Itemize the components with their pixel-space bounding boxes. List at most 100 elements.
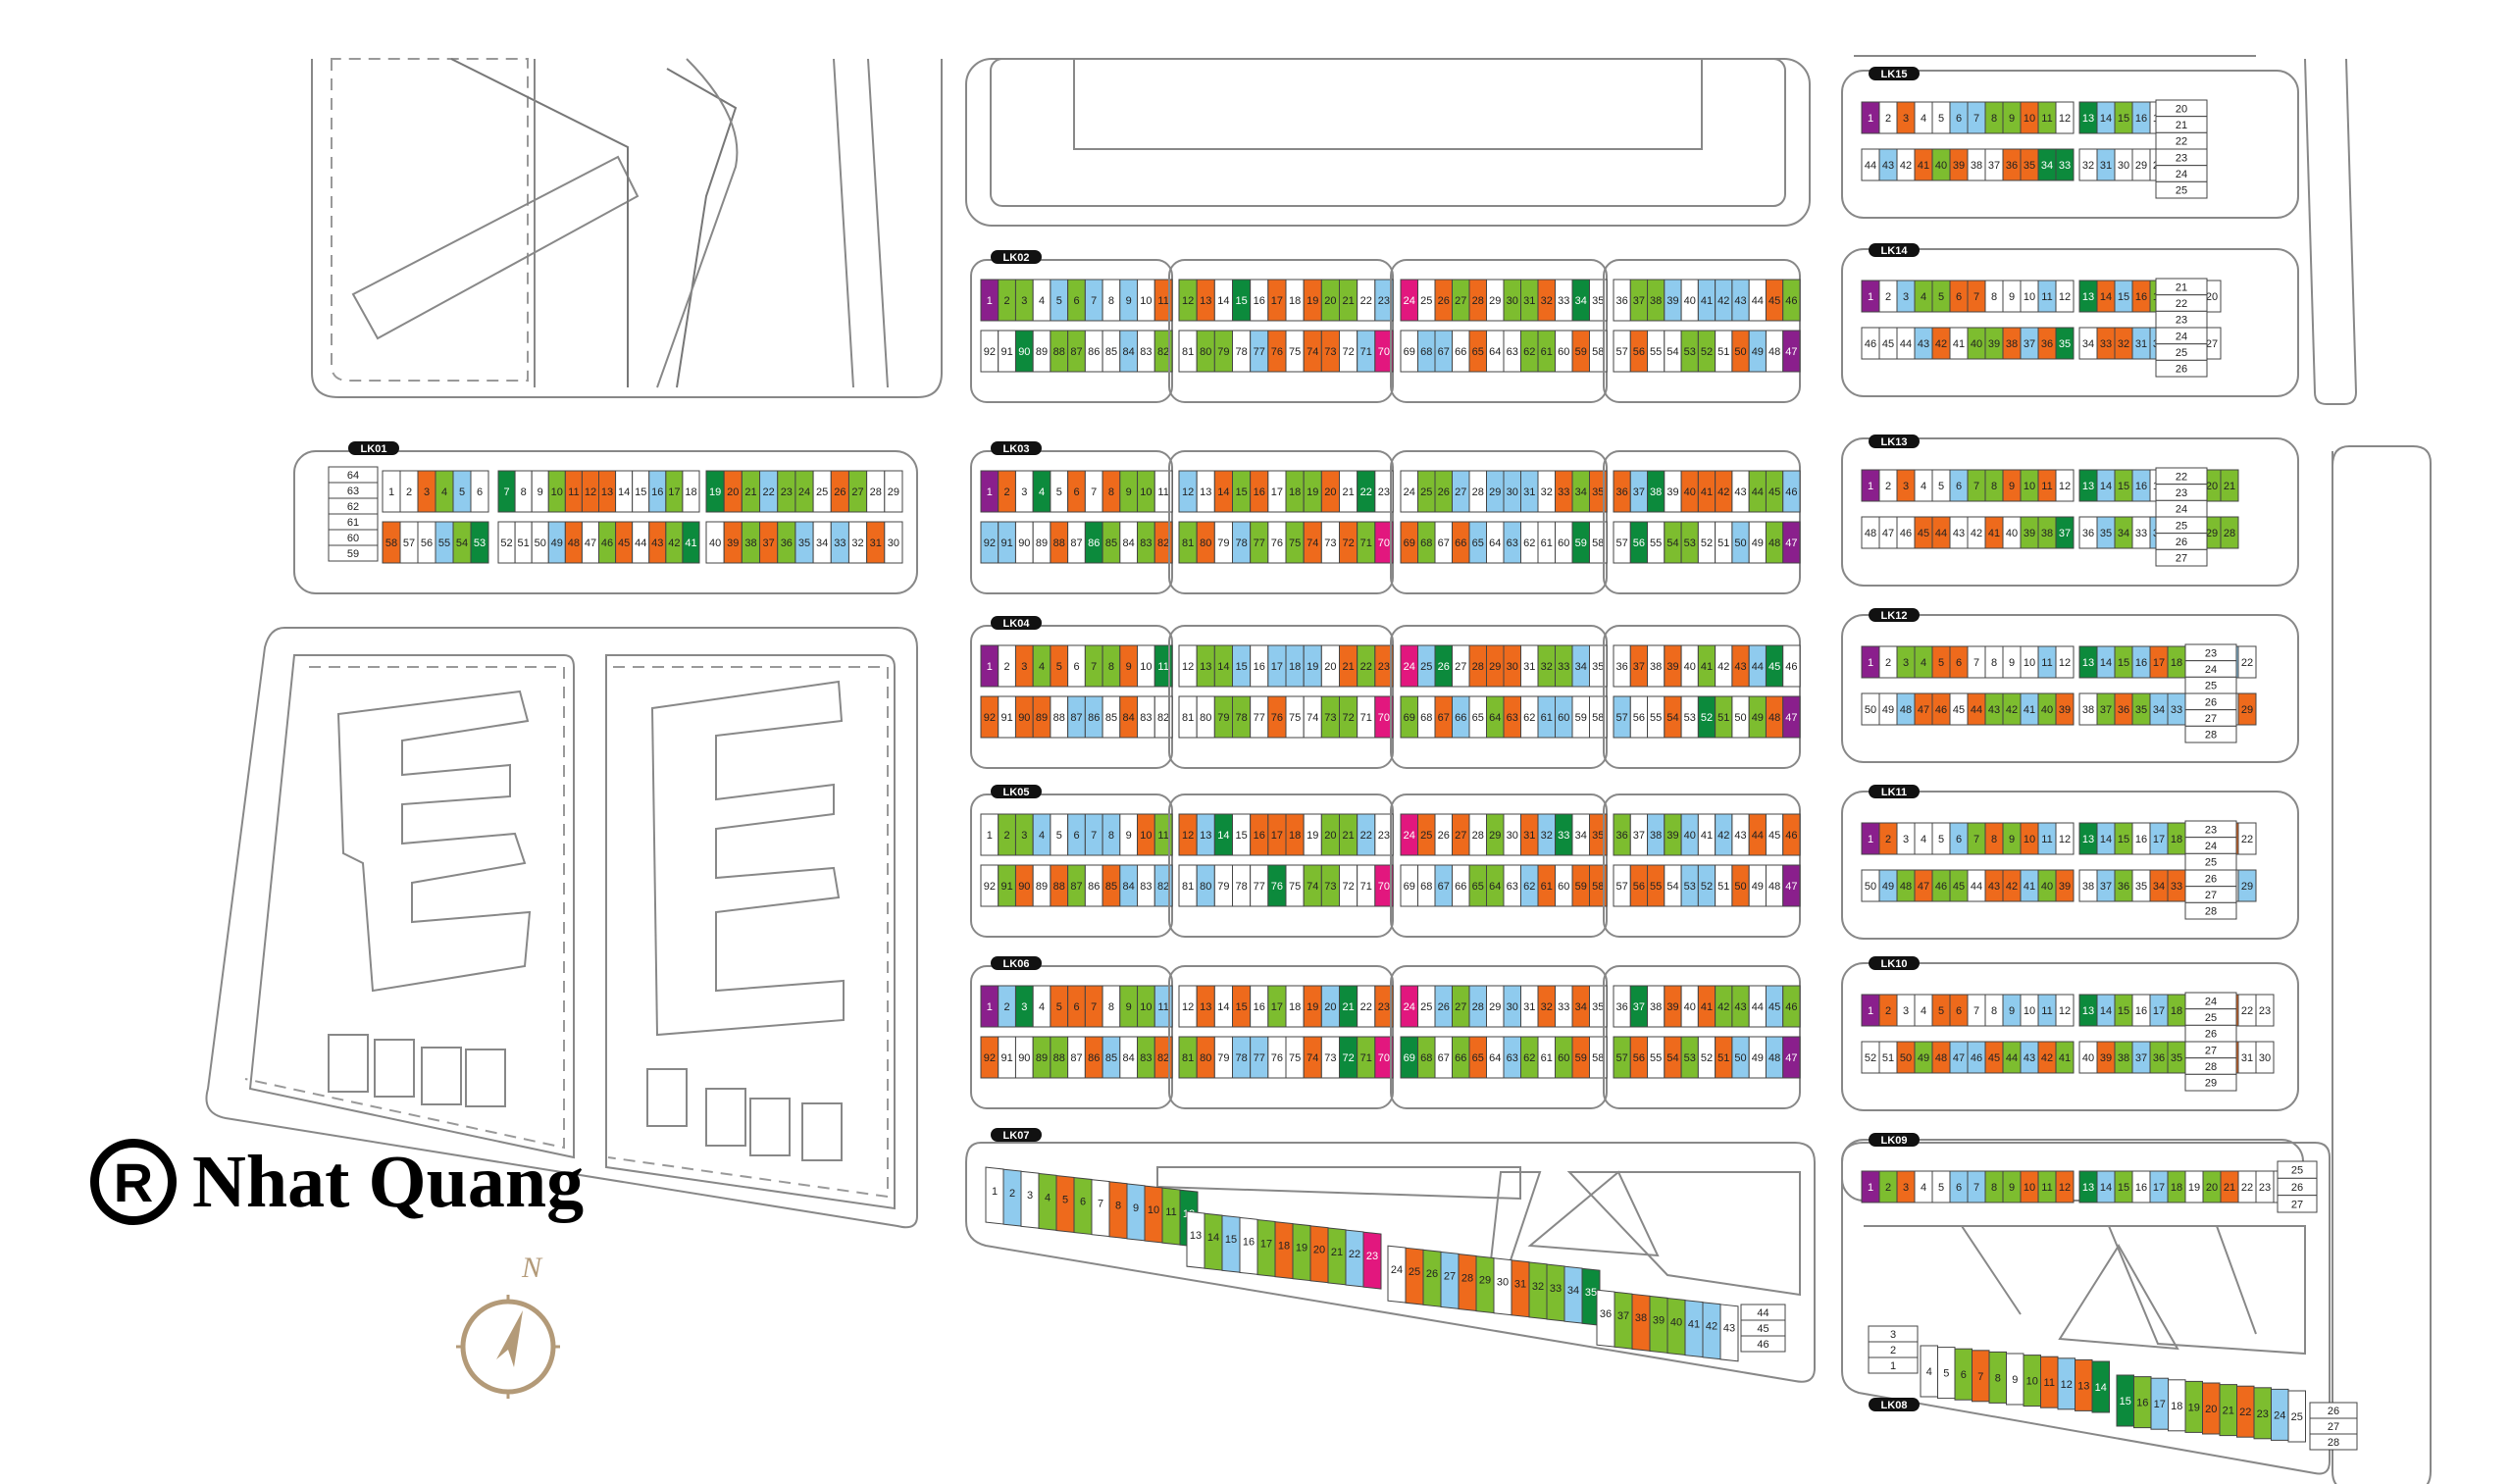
lot-30[interactable]: 30 [1503, 470, 1521, 513]
lot-64[interactable]: 64 [1486, 330, 1505, 373]
lot-14[interactable]: 14 [2096, 469, 2116, 502]
lot-3[interactable]: 3 [1896, 1170, 1916, 1203]
lot-16[interactable]: 16 [2131, 994, 2151, 1027]
lot-29[interactable]: 29 [2237, 692, 2257, 726]
lot-46[interactable]: 46 [1782, 644, 1801, 688]
lot-35[interactable]: 35 [794, 521, 814, 564]
lot-8[interactable]: 8 [1102, 470, 1121, 513]
lot-36[interactable]: 36 [1613, 813, 1631, 856]
lot-38[interactable]: 38 [1631, 1293, 1651, 1352]
lot-78[interactable]: 78 [1232, 695, 1252, 739]
lot-3[interactable]: 3 [1020, 1170, 1040, 1229]
lot-11[interactable]: 11 [1153, 279, 1173, 322]
lot-12[interactable]: 12 [2055, 1170, 2075, 1203]
lot-12[interactable]: 12 [1178, 985, 1198, 1028]
lot-33[interactable]: 33 [1555, 985, 1573, 1028]
lot-37[interactable]: 37 [1629, 279, 1649, 322]
lot-26[interactable]: 26 [2184, 869, 2237, 888]
lot-5[interactable]: 5 [1931, 822, 1951, 855]
lot-4[interactable]: 4 [1032, 813, 1051, 856]
lot-15[interactable]: 15 [1221, 1214, 1241, 1273]
lot-27[interactable]: 27 [1452, 644, 1470, 688]
lot-2[interactable]: 2 [1878, 822, 1898, 855]
lot-17[interactable]: 17 [1267, 644, 1287, 688]
lot-42[interactable]: 42 [1967, 516, 1986, 549]
lot-30[interactable]: 30 [1493, 1257, 1512, 1316]
lot-21[interactable]: 21 [1339, 470, 1358, 513]
lot-18[interactable]: 18 [1285, 279, 1305, 322]
lot-47[interactable]: 47 [1949, 1041, 1969, 1074]
lot-54[interactable]: 54 [1664, 695, 1682, 739]
lot-27[interactable]: 27 [1452, 279, 1470, 322]
lot-56[interactable]: 56 [1629, 695, 1649, 739]
lot-3[interactable]: 3 [1896, 469, 1916, 502]
lot-85[interactable]: 85 [1102, 1036, 1121, 1079]
lot-90[interactable]: 90 [1014, 864, 1034, 907]
lot-1[interactable]: 1 [1861, 1170, 1880, 1203]
lot-13[interactable]: 13 [1196, 470, 1215, 513]
lot-25[interactable]: 25 [1417, 279, 1436, 322]
lot-38[interactable]: 38 [1647, 644, 1665, 688]
lot-20[interactable]: 20 [723, 470, 743, 513]
lot-13[interactable]: 13 [2078, 1170, 2098, 1203]
lot-27[interactable]: 27 [1452, 813, 1470, 856]
lot-33[interactable]: 33 [1555, 470, 1573, 513]
lot-61[interactable]: 61 [1537, 864, 1556, 907]
lot-19[interactable]: 19 [2184, 1170, 2204, 1203]
lot-70[interactable]: 70 [1374, 1036, 1394, 1079]
lot-13[interactable]: 13 [1196, 279, 1215, 322]
lot-7[interactable]: 7 [1084, 644, 1103, 688]
lot-12[interactable]: 12 [2055, 822, 2075, 855]
lot-6[interactable]: 6 [1949, 1170, 1969, 1203]
lot-8[interactable]: 8 [514, 470, 533, 513]
lot-23[interactable]: 23 [2155, 310, 2208, 329]
lot-7[interactable]: 7 [1967, 280, 1986, 313]
lot-18[interactable]: 18 [2168, 1379, 2186, 1432]
lot-12[interactable]: 12 [2055, 101, 2075, 134]
lot-15[interactable]: 15 [2114, 645, 2133, 679]
lot-73[interactable]: 73 [1320, 521, 1341, 564]
lot-38[interactable]: 38 [1647, 813, 1665, 856]
lot-31[interactable]: 31 [1520, 470, 1539, 513]
lot-2[interactable]: 2 [1878, 994, 1898, 1027]
lot-55[interactable]: 55 [1647, 521, 1665, 564]
lot-43[interactable]: 43 [648, 521, 667, 564]
lot-84[interactable]: 84 [1119, 330, 1139, 373]
lot-18[interactable]: 18 [2167, 645, 2186, 679]
lot-26[interactable]: 26 [2309, 1402, 2358, 1419]
lot-25[interactable]: 25 [1417, 985, 1436, 1028]
lot-47[interactable]: 47 [1878, 516, 1898, 549]
lot-23[interactable]: 23 [777, 470, 796, 513]
lot-23[interactable]: 23 [1374, 644, 1394, 688]
lot-3[interactable]: 3 [1896, 280, 1916, 313]
lot-43[interactable]: 43 [1984, 869, 2004, 902]
lot-45[interactable]: 45 [1765, 813, 1784, 856]
lot-34[interactable]: 34 [1571, 279, 1590, 322]
lot-89[interactable]: 89 [1032, 695, 1051, 739]
lot-52[interactable]: 52 [497, 521, 516, 564]
lot-34[interactable]: 34 [2037, 148, 2057, 181]
lot-66[interactable]: 66 [1452, 864, 1470, 907]
lot-64[interactable]: 64 [1486, 695, 1505, 739]
lot-73[interactable]: 73 [1320, 864, 1341, 907]
lot-36[interactable]: 36 [2037, 327, 2057, 360]
lot-82[interactable]: 82 [1153, 521, 1173, 564]
lot-80[interactable]: 80 [1196, 1036, 1215, 1079]
lot-73[interactable]: 73 [1320, 1036, 1341, 1079]
lot-91[interactable]: 91 [998, 330, 1016, 373]
lot-88[interactable]: 88 [1050, 330, 1069, 373]
lot-3[interactable]: 3 [1014, 985, 1034, 1028]
lot-69[interactable]: 69 [1400, 1036, 1418, 1079]
lot-36[interactable]: 36 [2114, 869, 2133, 902]
lot-52[interactable]: 52 [1697, 864, 1717, 907]
lot-40[interactable]: 40 [1680, 813, 1699, 856]
lot-39[interactable]: 39 [1649, 1295, 1668, 1354]
lot-28[interactable]: 28 [1468, 985, 1487, 1028]
lot-23[interactable]: 23 [2155, 148, 2208, 167]
lot-41[interactable]: 41 [1697, 470, 1717, 513]
lot-5[interactable]: 5 [1050, 644, 1069, 688]
lot-39[interactable]: 39 [1664, 985, 1682, 1028]
lot-64[interactable]: 64 [1486, 521, 1505, 564]
lot-87[interactable]: 87 [1067, 695, 1086, 739]
lot-6[interactable]: 6 [1067, 985, 1086, 1028]
